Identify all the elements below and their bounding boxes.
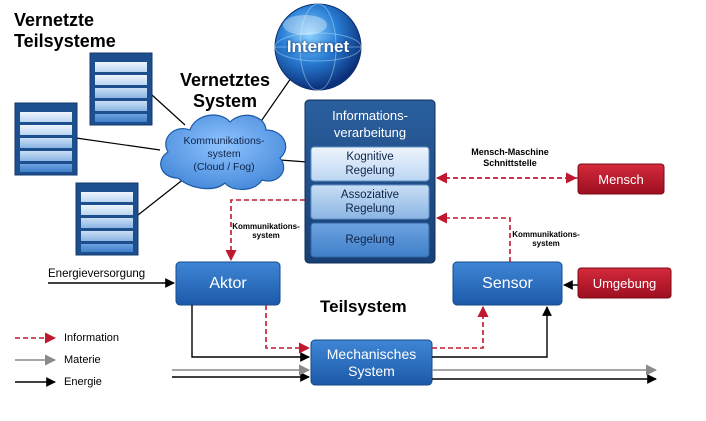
sensor-box: Sensor: [482, 274, 533, 292]
server-stack-2: [14, 102, 78, 176]
title-teilsystem: Teilsystem: [320, 297, 407, 316]
umgebung-box: Umgebung: [592, 275, 657, 291]
cloud-shape: [160, 114, 287, 190]
legend-lines: [15, 332, 57, 387]
internet-globe: [274, 3, 362, 91]
legend-energie: Energie: [64, 376, 102, 388]
legend-materie: Materie: [64, 354, 101, 366]
mensch-box: Mensch: [598, 171, 644, 187]
info-panel: [304, 99, 436, 264]
cloud-label: Kommunikations- system (Cloud / Fog): [183, 134, 265, 173]
server-stack-3: [75, 182, 139, 256]
energieversorgung-label: Energieversorgung: [48, 268, 146, 280]
information-arrows: [225, 172, 578, 354]
kommunikation-label-right: Kommunikations- system: [512, 230, 580, 248]
mensch-box-shape: [577, 163, 665, 195]
energie-arrows: [48, 278, 657, 384]
kommunikation-label-left: Kommunikations- system: [232, 222, 300, 240]
server-stack-1: [89, 52, 153, 126]
internet-label: Internet: [286, 37, 350, 56]
assoziative-regelung: Assoziative Regelung: [340, 189, 400, 215]
regelung: Regelung: [345, 234, 395, 246]
info-panel-header: Informations- verarbeitung: [332, 108, 408, 140]
hmi-label: Mensch-Maschine Schnittstelle: [471, 147, 549, 168]
mechanik-box: Mechanisches System: [326, 345, 417, 379]
aktor-box-shape: [175, 261, 281, 306]
kognitive-regelung: Kognitive Regelung: [345, 151, 395, 177]
aktor-box: Aktor: [209, 274, 247, 292]
legend-information: Information: [64, 332, 120, 344]
title-vernetzte-teilsysteme: Vernetzte Teilsysteme: [14, 10, 116, 51]
title-vernetztes-system: Vernetztes System: [179, 70, 271, 111]
mechanik-box-shape: [310, 339, 433, 386]
sensor-box-shape: [452, 261, 563, 306]
umgebung-box-shape: [577, 267, 672, 299]
